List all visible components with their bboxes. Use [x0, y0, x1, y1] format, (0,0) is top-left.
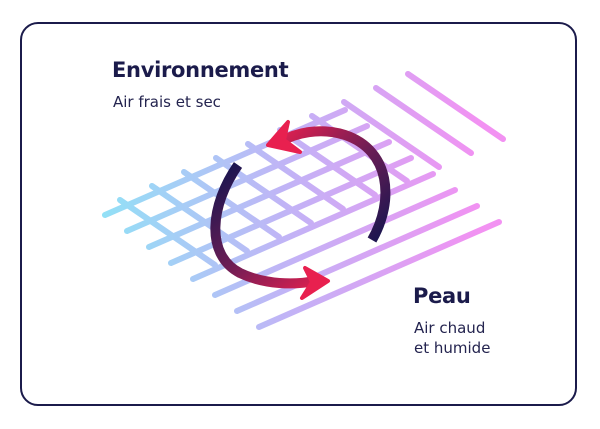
fabric-thread-weft [256, 219, 502, 330]
fabric-thread-warp [181, 169, 282, 240]
environment-subtitle: Air frais et sec [113, 93, 221, 111]
fabric-thread-warp [341, 99, 442, 170]
skin-subtitle-line1: Air chaud [414, 319, 486, 337]
fabric-thread-weft [234, 203, 480, 314]
arrow-bottom-icon [210, 162, 330, 300]
skin-subtitle-line2: et humide [414, 339, 491, 357]
skin-title: Peau [413, 284, 471, 308]
arrow-top-icon [266, 120, 391, 243]
fabric-thread-warp [245, 141, 346, 212]
fabric-thread-warp [373, 85, 474, 156]
fabric-thread-warp [117, 197, 218, 268]
fabric-thread-warp [277, 127, 378, 198]
fabric-thread-weft [190, 171, 436, 282]
fabric-thread-warp [405, 71, 506, 142]
environment-title: Environnement [112, 58, 289, 82]
diagram-card [20, 22, 577, 406]
fabric-thread-warp [149, 183, 250, 254]
